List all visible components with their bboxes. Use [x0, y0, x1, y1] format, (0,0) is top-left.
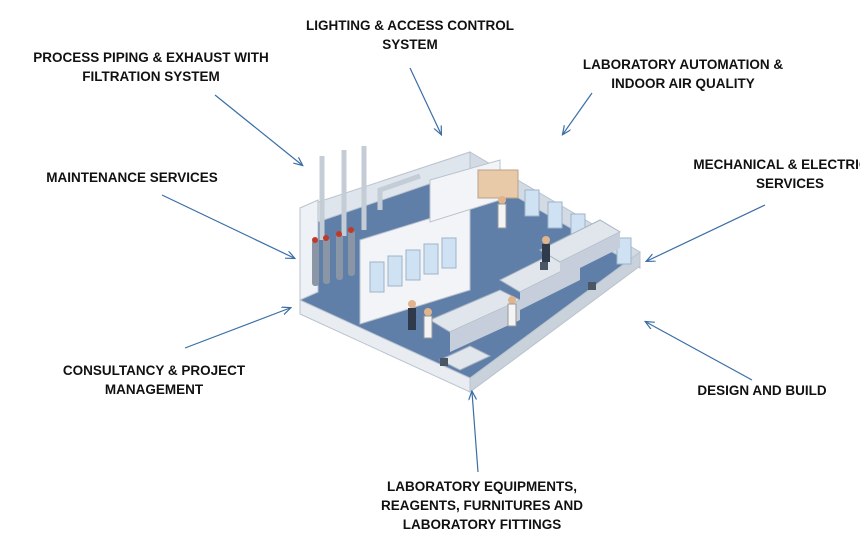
lab-workers: [408, 196, 550, 339]
label-design-build: DESIGN AND BUILD: [697, 383, 827, 398]
label-lab-equipment: LABORATORY EQUIPMENTS, REAGENTS, FURNITU…: [380, 479, 583, 532]
arrow-maintenance: [161, 194, 294, 258]
lab-benches: [428, 219, 622, 371]
arrow-lighting: [409, 67, 441, 134]
exhaust-pipes: [319, 146, 421, 240]
lab-chairs: [440, 262, 596, 366]
label-lighting-access-control: LIGHTING & ACCESS CONTROL SYSTEM: [306, 18, 514, 52]
lab-front-right-wall: [469, 251, 641, 393]
fume-hood: [477, 169, 519, 199]
gas-cylinders: [312, 227, 355, 286]
arrow-process-piping: [214, 94, 302, 165]
label-consultancy: CONSULTANCY & PROJECT MANAGEMENT: [62, 363, 246, 397]
label-lab-automation: LABORATORY AUTOMATION & INDOOR AIR QUALI…: [582, 57, 784, 91]
arrow-consultancy: [184, 308, 290, 349]
arrow-lab-automation: [563, 92, 593, 134]
label-mechanical-electrical: MECHANICAL & ELECTRICAL SERVICES: [693, 157, 860, 191]
label-process-piping: PROCESS PIPING & EXHAUST WITH FILTRATION…: [33, 50, 269, 84]
arrow-lab-equipment: [472, 392, 479, 473]
arrow-mechanical: [647, 204, 766, 261]
label-maintenance-services: MAINTENANCE SERVICES: [46, 170, 218, 185]
arrow-design-build: [646, 322, 753, 381]
